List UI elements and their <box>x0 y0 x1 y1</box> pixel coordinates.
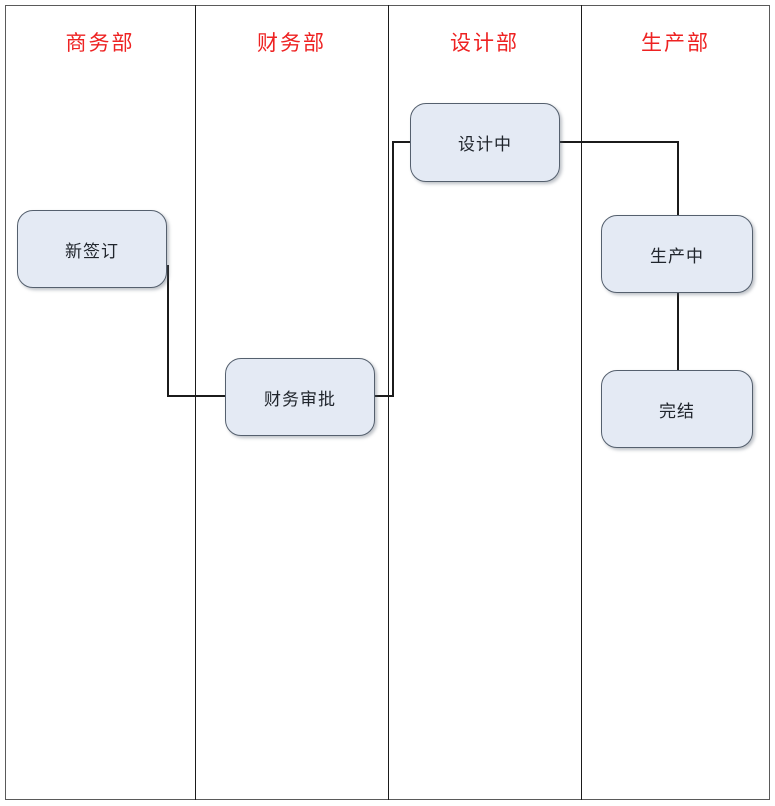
connector-in-design-to-in-production-segment-v <box>677 141 679 217</box>
lane-divider-3 <box>581 5 582 800</box>
lane-header-design: 设计部 <box>450 31 519 55</box>
node-in-design[interactable]: 设计中 <box>410 103 560 182</box>
lane-header-business: 商务部 <box>65 31 135 55</box>
node-in-production-label: 生产中 <box>650 246 704 266</box>
connector-in-production-to-completed-segment-v <box>677 292 679 372</box>
node-in-production[interactable]: 生产中 <box>601 215 753 293</box>
node-completed-label: 完结 <box>659 401 695 421</box>
lane-divider-2 <box>388 5 389 800</box>
node-in-design-label: 设计中 <box>458 135 512 154</box>
node-completed[interactable]: 完结 <box>601 370 753 448</box>
connector-new-signed-to-finance-approval-segment-h <box>167 395 226 397</box>
node-finance-approval-label: 财务审批 <box>264 389 336 409</box>
connector-finance-approval-to-in-design-segment-h1 <box>374 395 394 397</box>
connector-finance-approval-to-in-design-segment-h2 <box>392 141 412 143</box>
node-new-signed-label: 新签订 <box>65 241 119 261</box>
lane-divider-1 <box>195 5 196 800</box>
lane-header-finance: 财务部 <box>257 31 326 55</box>
node-finance-approval[interactable]: 财务审批 <box>225 358 375 436</box>
connector-in-design-to-in-production-segment-h <box>559 141 679 143</box>
node-new-signed[interactable]: 新签订 <box>17 210 167 288</box>
connector-new-signed-to-finance-approval-segment-v <box>167 265 169 397</box>
lane-header-production: 生产部 <box>641 31 710 55</box>
connector-finance-approval-to-in-design-segment-v <box>392 141 394 396</box>
